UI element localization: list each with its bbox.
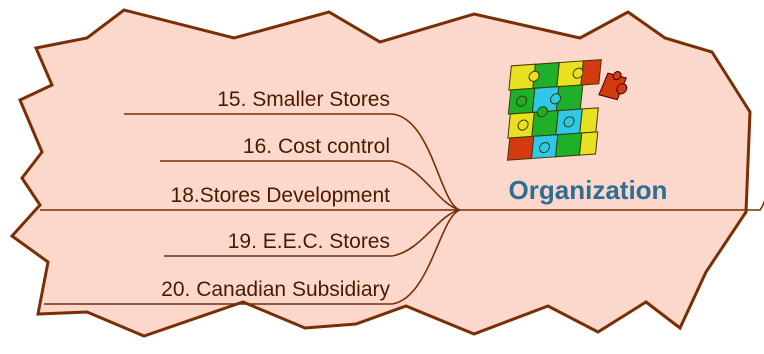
- connector-branch-1: [124, 113, 461, 211]
- branch-label-stores-development: 18.Stores Development: [171, 184, 391, 207]
- connector-lines: [40, 113, 764, 305]
- connector-branch-4: [164, 209, 461, 257]
- jigsaw-puzzle-icon: [506, 59, 628, 161]
- central-topic-label: Organization: [509, 175, 668, 205]
- branch-label-smaller-stores: 15. Smaller Stores: [217, 88, 390, 111]
- connector-branch-2: [160, 160, 461, 211]
- connector-branch-5: [44, 209, 461, 305]
- branch-label-eec-stores: 19. E.E.C. Stores: [228, 230, 390, 253]
- branch-label-cost-control: 16. Cost control: [243, 135, 390, 158]
- connector-branch-3: [40, 200, 764, 211]
- branch-label-canadian-subsidiary: 20. Canadian Subsidiary: [161, 278, 390, 301]
